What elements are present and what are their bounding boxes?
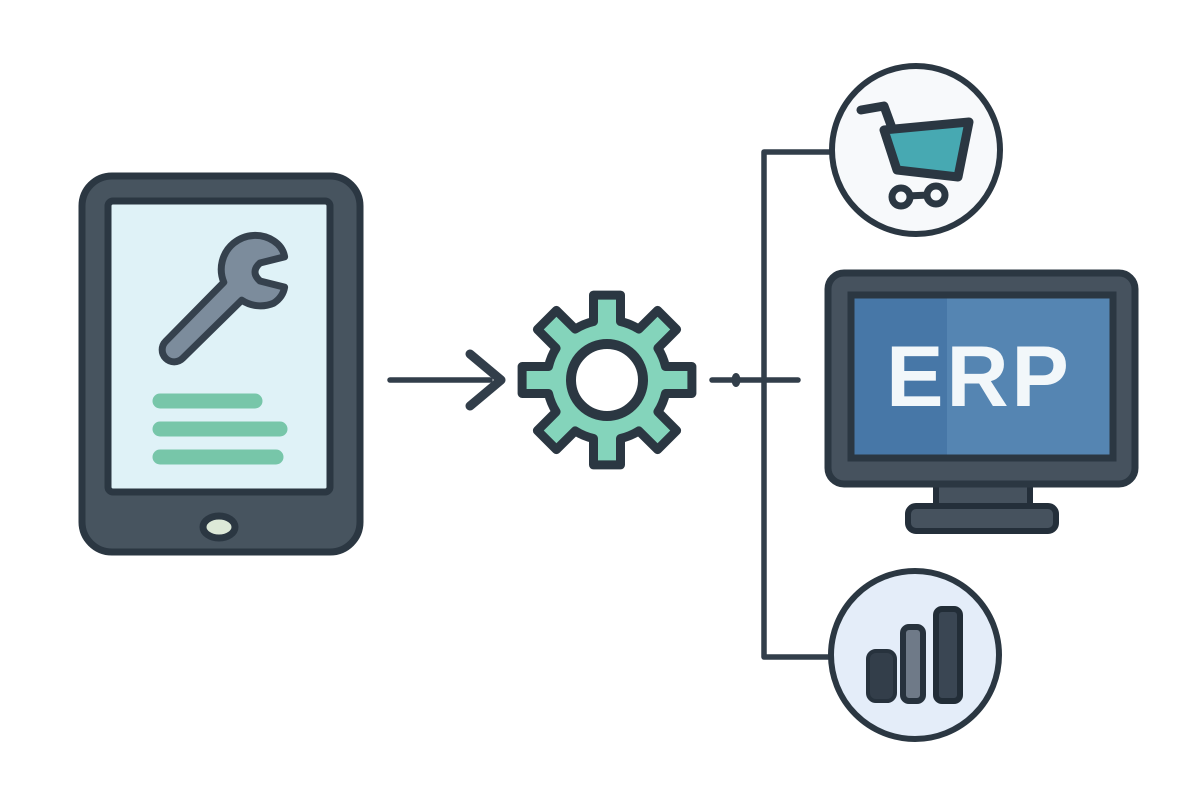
gear-icon bbox=[517, 290, 697, 470]
bar-chart-icon bbox=[866, 606, 963, 704]
wrench-shape bbox=[158, 231, 289, 366]
wrench-icon bbox=[158, 231, 289, 366]
tablet-device bbox=[78, 172, 364, 556]
shopping-cart-icon bbox=[856, 101, 974, 210]
bar-small bbox=[866, 649, 897, 703]
bar-medium bbox=[900, 624, 926, 704]
monitor-screen-shade bbox=[851, 295, 947, 458]
cart-wheel-right bbox=[923, 182, 949, 208]
shopping-cart-node bbox=[829, 63, 1003, 237]
arrow-head bbox=[465, 349, 506, 411]
connector-node-dot bbox=[731, 373, 741, 387]
tablet-screen bbox=[104, 197, 334, 496]
gear-hole bbox=[566, 339, 648, 421]
bar-tall bbox=[933, 606, 963, 704]
home-button bbox=[199, 512, 239, 542]
branch-bracket bbox=[761, 149, 839, 660]
monitor-screen-border bbox=[847, 291, 1117, 462]
monitor-stand-base bbox=[905, 503, 1059, 534]
arrow-tablet-to-gear bbox=[387, 349, 506, 411]
connector-lines bbox=[709, 149, 839, 660]
bar-chart-node bbox=[828, 568, 1002, 742]
cart-basket bbox=[879, 117, 974, 182]
erp-monitor-node: ERP bbox=[824, 269, 1139, 534]
cart-wheel-left bbox=[888, 184, 914, 210]
tablet-text-lines bbox=[152, 393, 288, 465]
erp-label: ERP bbox=[886, 329, 1072, 425]
